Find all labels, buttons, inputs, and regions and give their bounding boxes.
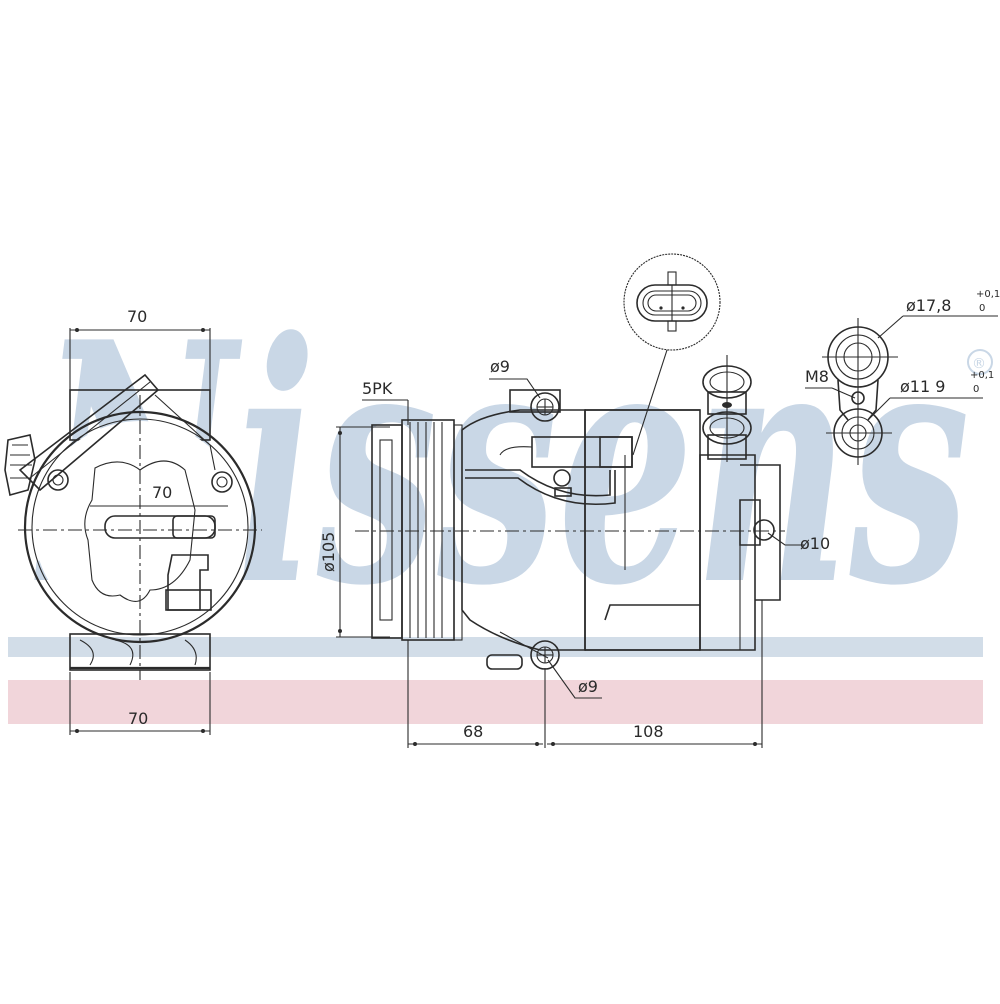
- large-port-tol-upper: +0,1: [976, 289, 1000, 300]
- small-port-tol-upper: +0,1: [970, 370, 994, 381]
- side-view: ø105 5PK: [319, 355, 830, 748]
- watermark-band-pink: [8, 680, 983, 724]
- length-rear-label: 108: [633, 722, 664, 741]
- connector-detail: [623, 253, 721, 456]
- top-mount-hole-label: ø9: [490, 357, 510, 376]
- front-bottom-width: 70: [128, 709, 148, 728]
- thread-label: M8: [805, 367, 829, 386]
- large-port-tol-lower: 0: [979, 303, 985, 314]
- small-port-tol-lower: 0: [973, 384, 979, 395]
- large-port-diameter: ø17,8: [906, 296, 951, 315]
- front-top-width: 70: [127, 307, 147, 326]
- front-view: 70 70: [4, 307, 262, 735]
- bottom-mount-hole-label: ø9: [578, 677, 598, 696]
- rear-mount-hole-label: ø10: [800, 534, 830, 553]
- registered-mark-circle: [967, 349, 993, 375]
- pulley-diameter-label: ø105: [319, 532, 338, 572]
- pulley-belt-label: 5PK: [362, 379, 393, 398]
- port-detail: ø17,8 +0,1 0 M8 ø11 9 +0,1 0: [805, 289, 1000, 465]
- front-middle-width: 70: [152, 483, 172, 502]
- length-front-label: 68: [463, 722, 483, 741]
- small-port-diameter: ø11 9: [900, 377, 945, 396]
- watermark-band-blue: [8, 637, 983, 657]
- registered-mark: ®: [972, 356, 986, 372]
